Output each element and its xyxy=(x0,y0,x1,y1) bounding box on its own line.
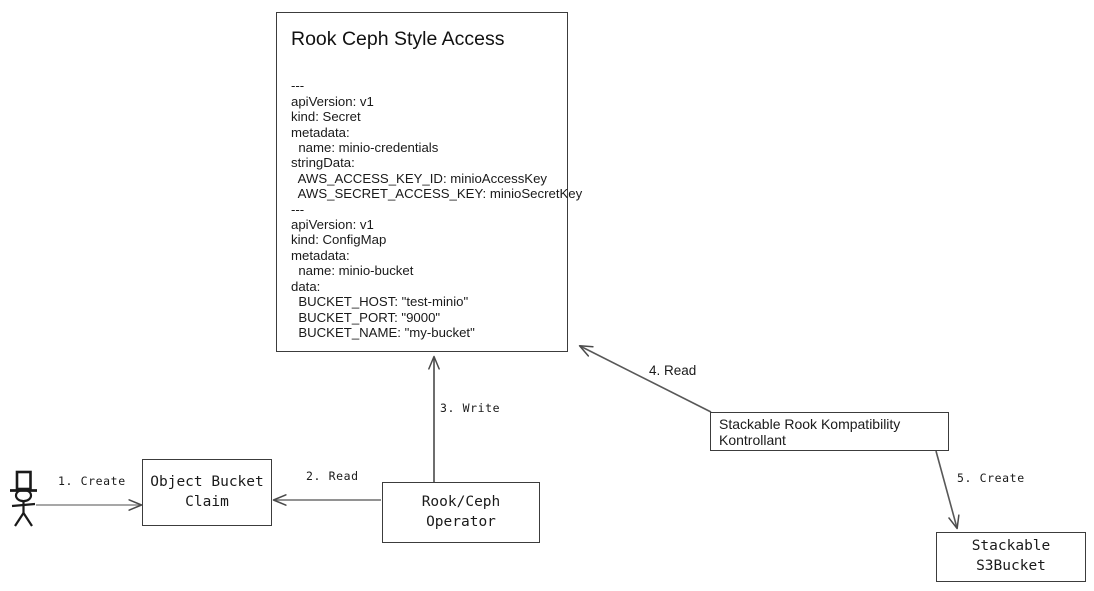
node-object-bucket-claim[interactable]: Object Bucket Claim xyxy=(142,459,272,526)
edge-label-5-create: 5. Create xyxy=(957,471,1025,485)
edge-read-yaml xyxy=(580,346,712,413)
node-stackable-s3bucket-label: Stackable S3Bucket xyxy=(971,538,1051,574)
node-kontrollant-label: Stackable Rook Kompatibility Kontrollant xyxy=(719,415,901,448)
node-rook-ceph-operator[interactable]: Rook/Ceph Operator xyxy=(382,482,540,543)
yaml-card-body: --- apiVersion: v1 kind: Secret metadata… xyxy=(291,78,583,340)
edge-label-2-read: 2. Read xyxy=(306,469,359,483)
node-rook-ceph-style-access[interactable]: Rook Ceph Style Access --- apiVersion: v… xyxy=(276,12,583,352)
stick-figure-icon xyxy=(10,470,37,527)
node-stackable-s3bucket[interactable]: Stackable S3Bucket xyxy=(936,532,1086,582)
edge-create-s3bucket xyxy=(935,450,957,528)
edge-label-1-create: 1. Create xyxy=(58,474,126,488)
node-rook-ceph-operator-label: Rook/Ceph Operator xyxy=(421,493,501,530)
node-object-bucket-claim-label: Object Bucket Claim xyxy=(150,473,264,510)
edge-label-4-read: 4. Read xyxy=(649,363,697,378)
node-stackable-rook-kompatibility-kontrollant[interactable]: Stackable Rook Kompatibility Kontrollant xyxy=(710,412,949,451)
user-actor xyxy=(6,470,48,528)
edge-label-3-write: 3. Write xyxy=(440,401,501,415)
yaml-card-title: Rook Ceph Style Access xyxy=(291,28,505,50)
